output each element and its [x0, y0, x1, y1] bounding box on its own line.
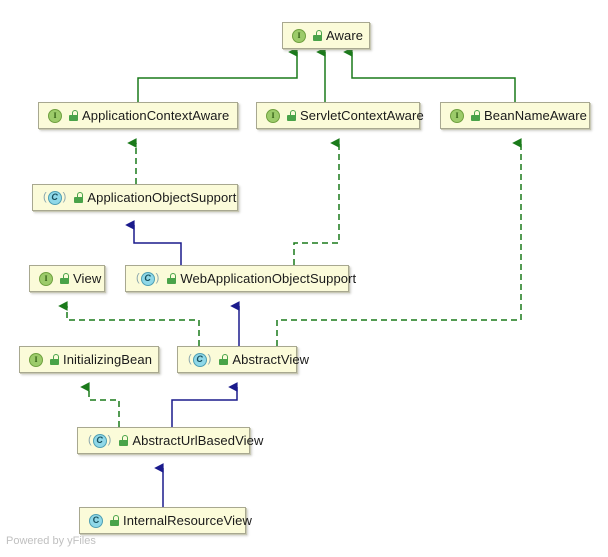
unlocked-lock-icon: [286, 110, 297, 121]
class-node-initializingbean[interactable]: I InitializingBean: [19, 346, 159, 373]
class-node-abstracturlbasedview[interactable]: (C) AbstractUrlBasedView: [77, 427, 263, 454]
interface-icon: I: [48, 108, 62, 123]
class-node-label: Aware: [326, 28, 364, 43]
abstract-class-icon: (C): [136, 271, 160, 286]
abstract-class-icon: (C): [88, 433, 112, 448]
interface-icon: I: [450, 108, 464, 123]
class-node-abstractview[interactable]: (C) AbstractView: [177, 346, 309, 373]
class-node-label: AbstractUrlBasedView: [132, 433, 264, 448]
interface-icon: I: [39, 271, 53, 286]
edge-abstracturlbasedview-to-abstractview: [171, 382, 238, 427]
unlocked-lock-icon: [59, 273, 70, 284]
class-node-applicationobjectsupport[interactable]: (C) ApplicationObjectSupport: [32, 184, 238, 211]
class-node-label: View: [73, 271, 102, 286]
edge-abstracturlbasedview-to-initializingbean: [80, 382, 120, 427]
unlocked-lock-icon: [73, 192, 84, 203]
unlocked-lock-icon: [68, 110, 79, 121]
class-node-view[interactable]: I View: [29, 265, 105, 292]
edge-abstractview-to-view: [58, 301, 200, 346]
edge-webapplicationobjectsupport-to-applicationobjectsupport: [125, 220, 182, 265]
edge-webapplicationobjectsupport-to-servletcontextaware: [293, 138, 340, 265]
unlocked-lock-icon: [312, 30, 323, 41]
class-node-beannameaware[interactable]: I BeanNameAware: [440, 102, 590, 129]
class-node-internalresourceview[interactable]: C InternalResourceView: [79, 507, 252, 534]
class-node-label: ApplicationObjectSupport: [87, 190, 237, 205]
interface-icon: I: [266, 108, 280, 123]
class-node-label: InternalResourceView: [123, 513, 252, 528]
unlocked-lock-icon: [49, 354, 60, 365]
unlocked-lock-icon: [470, 110, 481, 121]
class-node-servletcontextaware[interactable]: I ServletContextAware: [256, 102, 424, 129]
class-node-label: WebApplicationObjectSupport: [180, 271, 357, 286]
class-node-label: BeanNameAware: [484, 108, 587, 123]
abstract-class-icon: (C): [188, 352, 212, 367]
edge-beannameaware-to-aware: [343, 47, 516, 102]
class-node-webapplicationobjectsupport[interactable]: (C) WebApplicationObjectSupport: [125, 265, 356, 292]
unlocked-lock-icon: [118, 435, 129, 446]
class-node-applicationcontextaware[interactable]: I ApplicationContextAware: [38, 102, 238, 129]
unlocked-lock-icon: [218, 354, 229, 365]
unlocked-lock-icon: [109, 515, 120, 526]
edge-applicationcontextaware-to-aware: [137, 47, 298, 102]
class-icon: C: [89, 513, 103, 528]
class-node-label: ApplicationContextAware: [82, 108, 230, 123]
class-node-aware[interactable]: I Aware: [282, 22, 370, 49]
unlocked-lock-icon: [166, 273, 177, 284]
interface-icon: I: [29, 352, 43, 367]
edge-abstractview-to-beannameaware: [276, 138, 522, 346]
class-node-label: ServletContextAware: [300, 108, 424, 123]
yfiles-watermark: Powered by yFiles: [6, 535, 96, 547]
interface-icon: I: [292, 28, 306, 43]
class-node-label: InitializingBean: [63, 352, 153, 367]
class-node-label: AbstractView: [232, 352, 310, 367]
abstract-class-icon: (C): [43, 190, 67, 205]
